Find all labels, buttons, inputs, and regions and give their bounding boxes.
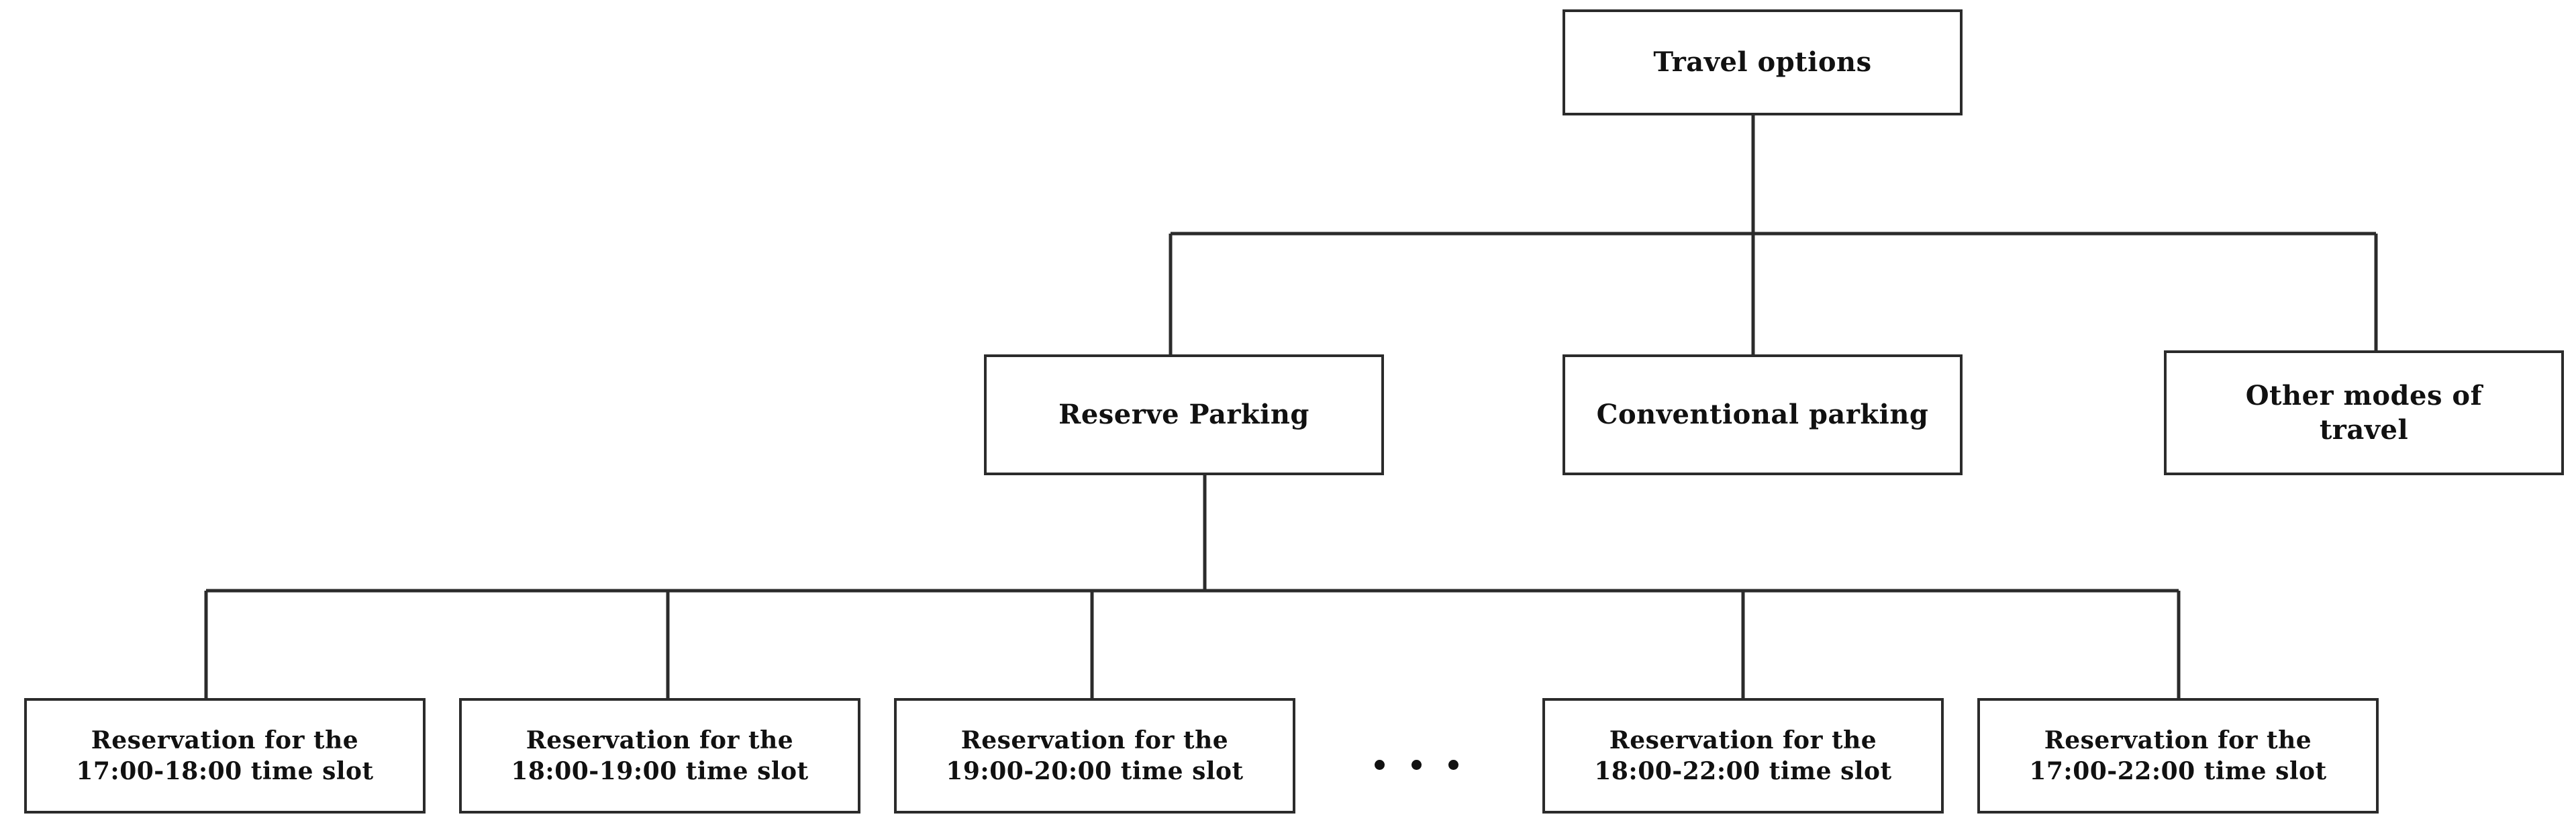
node-label-other-modes-of-travel: Other modes of travel (2245, 379, 2483, 446)
node-reservation-17-18[interactable]: Reservation for the 17:00-18:00 time slo… (24, 698, 426, 814)
node-label-reservation-19-20: Reservation for the 19:00-20:00 time slo… (946, 726, 1244, 785)
node-label-reservation-17-18: Reservation for the 17:00-18:00 time slo… (76, 726, 374, 785)
node-label-conventional-parking: Conventional parking (1596, 399, 1929, 431)
node-reservation-18-19[interactable]: Reservation for the 18:00-19:00 time slo… (459, 698, 860, 814)
node-other-modes-of-travel[interactable]: Other modes of travel (2164, 350, 2564, 475)
node-reservation-18-22[interactable]: Reservation for the 18:00-22:00 time slo… (1542, 698, 1944, 814)
node-reserve-parking[interactable]: Reserve Parking (984, 354, 1384, 475)
node-label-reserve-parking: Reserve Parking (1058, 399, 1309, 431)
node-conventional-parking[interactable]: Conventional parking (1563, 354, 1963, 475)
node-travel-options[interactable]: Travel options (1563, 9, 1963, 115)
node-label-reservation-17-22: Reservation for the 17:00-22:00 time slo… (2029, 726, 2327, 785)
node-reservation-19-20[interactable]: Reservation for the 19:00-20:00 time slo… (894, 698, 1295, 814)
node-label-reservation-18-22: Reservation for the 18:00-22:00 time slo… (1594, 726, 1892, 785)
ellipsis-dot (1411, 760, 1422, 770)
ellipsis-dot (1448, 760, 1458, 770)
node-label-reservation-18-19: Reservation for the 18:00-19:00 time slo… (511, 726, 809, 785)
ellipsis-icon (1375, 760, 1458, 770)
node-reservation-17-22[interactable]: Reservation for the 17:00-22:00 time slo… (1977, 698, 2379, 814)
node-label-travel-options: Travel options (1653, 46, 1872, 79)
ellipsis-dot (1375, 760, 1385, 770)
